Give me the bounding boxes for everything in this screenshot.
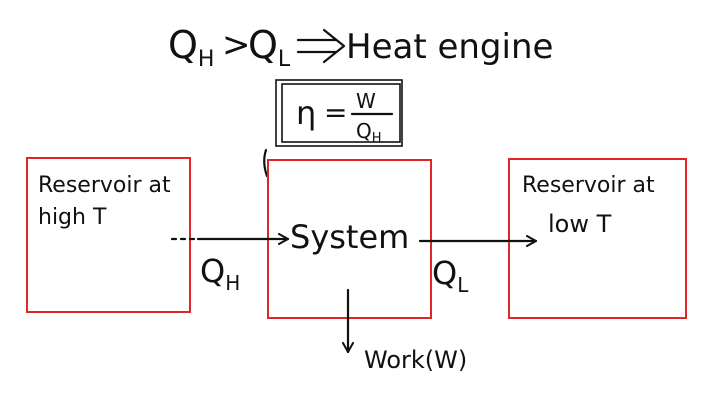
hot-reservoir-line2: high T <box>38 205 107 230</box>
cold-reservoir: Reservoir at low T <box>508 158 687 319</box>
work-flow: Work(W) <box>342 288 467 374</box>
header-greater-than: > <box>222 25 251 65</box>
system: System <box>267 159 432 319</box>
formula-outer-frame <box>275 79 403 147</box>
hot-reservoir-box <box>26 157 191 313</box>
header-statement: QH > QL Heat engine <box>168 23 553 72</box>
formula-numerator: W <box>356 89 376 113</box>
formula-equals: = <box>324 96 347 129</box>
double-arrow-right-icon <box>296 28 346 64</box>
stray-ink-mark <box>263 148 269 178</box>
cold-reservoir-line2: low T <box>548 210 612 238</box>
hot-reservoir-line1: Reservoir at <box>38 173 171 198</box>
cold-reservoir-line1: Reservoir at <box>522 173 655 198</box>
efficiency-formula: η = W QH <box>275 79 403 147</box>
formula-inner-frame <box>281 83 401 143</box>
heat-in-flow: QH <box>170 233 290 295</box>
header-heat-engine: Heat engine <box>346 27 553 67</box>
system-label: System <box>290 218 409 256</box>
heat-out-label: QL <box>432 254 469 297</box>
hot-reservoir: Reservoir at high T <box>26 157 191 313</box>
header-q-l: QL <box>248 23 291 72</box>
header-q-h: QH <box>168 23 214 72</box>
formula-eta: η <box>296 94 316 132</box>
heat-out-flow: QL <box>418 235 538 297</box>
heat-in-label: QH <box>200 252 240 295</box>
formula-denominator: QH <box>356 119 382 146</box>
cold-reservoir-box <box>508 158 687 319</box>
work-label: Work(W) <box>364 346 467 374</box>
